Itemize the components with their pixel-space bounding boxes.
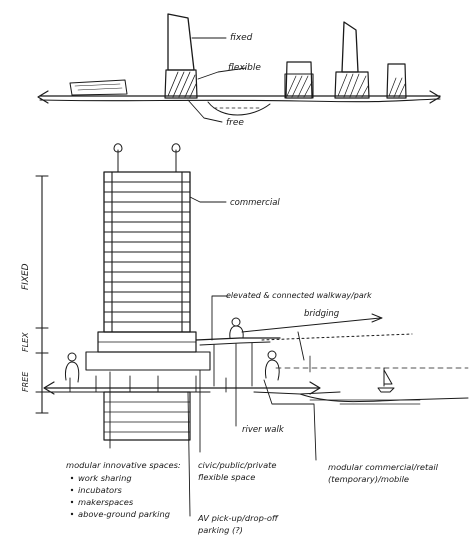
leader-av: [187, 391, 191, 517]
caption-modular-innovative-title: modular innovative spaces:: [66, 460, 181, 470]
below-grade-floor-lines: [103, 401, 191, 433]
tower-floor-lines: [103, 181, 191, 323]
caption-modular-innovative-item: work sharing: [78, 473, 132, 483]
ground-posts: [69, 375, 227, 393]
caption-modular-innovative-item: above-ground parking: [78, 509, 170, 519]
top-mid-hatch-1: [286, 75, 313, 98]
top-mid-block-1: [284, 73, 314, 99]
top-fixed-tower: [167, 13, 195, 71]
caption-modular-innovative-item: makerspaces: [78, 497, 134, 507]
river-hatching: [309, 399, 421, 405]
top-mid-tower-1: [285, 61, 313, 99]
caption-av-line1: AV pick-up/drop-off: [197, 513, 279, 523]
caption-modular-innovative-list: work sharing incubators makerspaces above-g…: [70, 473, 170, 519]
top-section-diagram: fixed flexible free: [37, 13, 441, 128]
antenna-right-top: [171, 143, 181, 153]
antenna-left-top: [113, 143, 123, 153]
dimension-ticks: [35, 175, 49, 414]
top-right-hatch: [388, 77, 406, 98]
leader-flexible: [197, 67, 247, 80]
label-walkway: elevated & connected walkway/park: [226, 291, 372, 300]
bridging-line-2: [261, 333, 413, 341]
leader-modular-commercial: [263, 379, 317, 461]
top-tower-base-hatch: [167, 71, 197, 98]
bullet-icon: [70, 512, 74, 516]
riverbed-line: [299, 393, 469, 403]
bullet-icon: [70, 476, 74, 480]
top-slanted-tower: [341, 21, 359, 73]
top-base-hatch-2: [337, 73, 369, 98]
caption-modular-commercial-line2: (temporary)/mobile: [328, 474, 409, 484]
label-river-walk: river walk: [242, 425, 285, 435]
caption-civic-line2: flexible space: [198, 472, 255, 482]
label-flexible: flexible: [228, 63, 261, 73]
sailboat-icon: [377, 367, 395, 393]
river-bank: [253, 391, 341, 395]
person-on-walkway: [229, 317, 244, 339]
tower-column-lines: [111, 171, 183, 333]
caption-modular-innovative-item: incubators: [78, 485, 122, 495]
caption-civic-line1: civic/public/private: [198, 460, 277, 470]
caption-modular-commercial-line1: modular commercial/retail: [328, 462, 439, 472]
caption-av-line2: parking (?): [197, 525, 243, 535]
tower-below-grade: [103, 391, 191, 441]
top-tower-base-block-2: [334, 71, 370, 99]
person-left: [65, 352, 80, 383]
leader-walkway: [211, 295, 229, 341]
person-river-right: [265, 350, 280, 381]
bridging-line-1: [241, 317, 381, 333]
top-right-arrowhead: [429, 90, 441, 104]
label-free: free: [226, 118, 244, 128]
label-commercial: commercial: [230, 198, 280, 208]
leader-free: [187, 99, 223, 123]
vertical-label-free: FREE: [21, 371, 30, 392]
top-free-ellipse: [207, 101, 271, 116]
walkway-underside: [199, 341, 271, 346]
label-bridging: bridging: [304, 309, 340, 319]
top-flexible-strip-left: [69, 79, 128, 96]
leader-commercial: [189, 196, 227, 203]
bullet-icon: [70, 500, 74, 504]
top-right-block: [386, 63, 407, 99]
top-strip-hatch: [74, 83, 123, 91]
top-tower-base-block: [164, 69, 198, 99]
bottom-section-diagram: FIXED FLEX FREE: [21, 143, 469, 535]
walkway-supports: [213, 342, 253, 387]
ground-right-arrowhead: [309, 381, 321, 395]
podium-lower-level: [85, 351, 211, 371]
bridging-leader: [297, 331, 305, 361]
elevated-walkway-deck: [195, 337, 281, 341]
vertical-label-fixed: FIXED: [21, 263, 31, 290]
bridging-arrowhead-1: [371, 313, 383, 323]
label-fixed: fixed: [230, 33, 253, 43]
bullet-icon: [70, 488, 74, 492]
top-ground-line-lower: [39, 98, 441, 103]
vertical-label-flex: FLEX: [21, 332, 30, 352]
top-left-arrowhead: [37, 90, 49, 104]
